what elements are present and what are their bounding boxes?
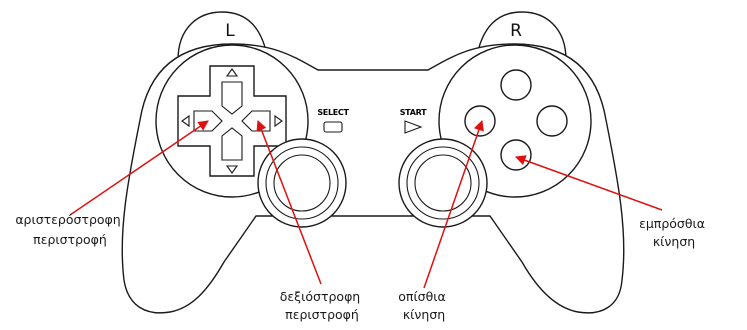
start-label: START: [400, 108, 427, 117]
face-button-left[interactable]: [464, 105, 496, 137]
start-button[interactable]: [404, 120, 423, 134]
dpad-cross: [177, 65, 287, 177]
right-analog-stick[interactable]: [398, 138, 488, 228]
arrow-rotate-left: [69, 120, 209, 216]
dpad-up[interactable]: [221, 81, 243, 115]
face-button-bottom[interactable]: [500, 139, 532, 171]
dpad-up-arrow-icon: [225, 68, 239, 77]
label-move-back: οπίσθια κίνηση: [398, 289, 449, 322]
arrow-move-forward: [515, 155, 663, 211]
dpad-down[interactable]: [221, 127, 243, 161]
arrow-rotate-right: [256, 120, 322, 285]
dpad-left-arrow-icon: [181, 114, 190, 128]
face-button-top[interactable]: [500, 69, 532, 101]
arrow-move-back: [423, 120, 484, 289]
dpad[interactable]: [177, 65, 287, 177]
face-buttons: [464, 69, 568, 171]
dpad-left[interactable]: [193, 110, 223, 132]
dpad-down-arrow-icon: [225, 165, 239, 174]
face-button-right[interactable]: [536, 105, 568, 137]
dpad-right[interactable]: [241, 110, 271, 132]
label-move-forward: εμπρόσθια κίνηση: [639, 216, 709, 249]
select-button[interactable]: [323, 121, 343, 133]
dpad-right-arrow-icon: [274, 114, 283, 128]
select-label: SELECT: [317, 108, 349, 117]
left-analog-stick[interactable]: [257, 138, 347, 228]
right-shoulder-label: R: [510, 21, 522, 41]
label-rotate-right: δεξιόστροφη περιστροφή: [280, 289, 364, 322]
left-shoulder-label: L: [225, 21, 235, 41]
label-rotate-left: αριστερόστροφη περιστροφή: [15, 212, 124, 247]
